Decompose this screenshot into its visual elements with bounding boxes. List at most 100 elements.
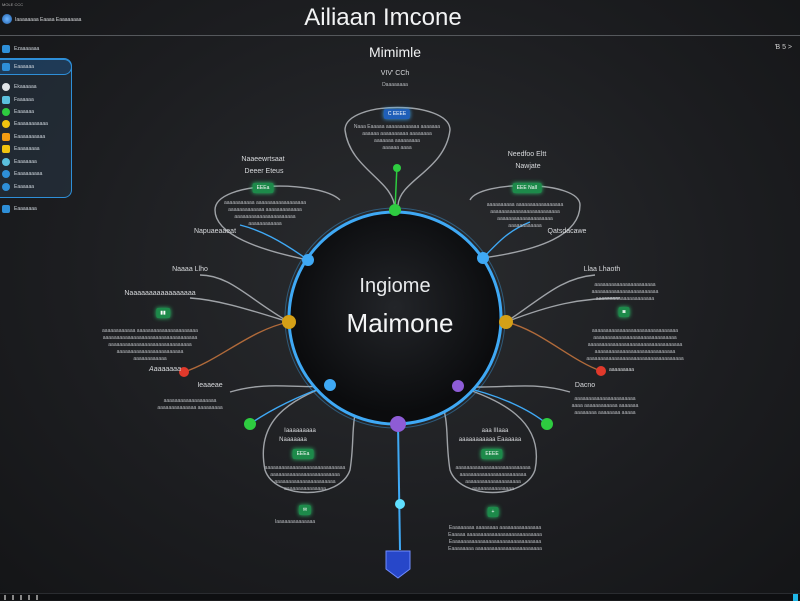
right-lower-title: Dacno xyxy=(574,382,596,389)
sidebar-selected[interactable] xyxy=(0,59,72,75)
sidebar-item-label: Eaaaaaa xyxy=(14,109,35,115)
title-bar: MOLE CCC Iaaaaaaaa Eaaaa Eaaaaaaaa Ailia… xyxy=(0,0,800,51)
folder-icon xyxy=(2,45,10,53)
note-icon xyxy=(2,145,10,153)
sidebar-item-0[interactable]: Ezaaaaaaa xyxy=(2,43,39,55)
right-red-label: aaaaaaaaa xyxy=(609,367,635,373)
sidebar-item-5[interactable]: Eaaaaaaaaaaa xyxy=(2,118,48,130)
sidebar-item-2[interactable]: Ekaaaaaa xyxy=(2,81,37,93)
left-red-label: Aaaaaaaa xyxy=(149,366,181,373)
sidebar-item-label: Eaaaaaaaaaa xyxy=(14,134,46,140)
right-camera-icon: ◙ xyxy=(618,307,630,317)
upload-icon xyxy=(2,170,10,178)
left-badge-icon: ▮▮ xyxy=(156,308,170,318)
top-bubble xyxy=(344,106,451,211)
settings-icon xyxy=(2,83,10,91)
sidebar-item-3[interactable]: Faaaaaa xyxy=(2,94,34,106)
document-icon xyxy=(2,96,10,104)
sidebar-item-8[interactable]: Eaaaaaaa xyxy=(2,156,37,168)
sidebar-item-11[interactable]: Eaaaaaaa xyxy=(2,203,37,215)
star-icon xyxy=(2,120,10,128)
top-label: MOLE CCC xyxy=(2,2,24,7)
monitor-icon xyxy=(2,205,10,213)
sidebar-item-9[interactable]: Eaaaaaaaaa xyxy=(2,168,42,180)
sidebar-item-10[interactable]: Eaaaaaa xyxy=(2,181,34,193)
top-sub: Daaaaaaaa xyxy=(382,82,408,88)
upper-right-label: Qatsdacawe xyxy=(547,228,587,235)
lower-right-sub: aaaaaaaaaaa Eaaaaaa xyxy=(458,437,522,443)
node-lower-left xyxy=(324,379,336,391)
sidebar-item-label: Faaaaaa xyxy=(14,97,34,103)
notification-icon[interactable] xyxy=(793,594,798,601)
node-dots xyxy=(179,164,606,509)
lower-left-bubble xyxy=(262,384,361,494)
chat-icon xyxy=(2,108,10,116)
upper-left-sub: Deeer Eteus xyxy=(244,168,284,175)
node-left xyxy=(282,315,296,329)
map-subtitle: Mimimle xyxy=(368,44,422,60)
top-badge: C EEEE xyxy=(383,109,411,119)
sidebar-item-label: Eaaaaaaa xyxy=(14,159,37,165)
sidebar-item-label: Eaaaaaaa xyxy=(14,206,37,212)
left-title: Naaaa Llho xyxy=(172,266,208,273)
lower-right-badge: EEEE xyxy=(481,449,503,459)
sidebar-item-label: Eaaaaaaaaa xyxy=(14,171,43,177)
sidebar-item-label: Eaaaaaa xyxy=(14,184,35,190)
upper-left-badge: EEEa xyxy=(252,183,274,193)
cloud-icon xyxy=(2,158,10,166)
page-title: Ailiaan Imcone xyxy=(304,4,462,31)
node-red-left xyxy=(179,367,189,377)
right-title: Llaa Lhaoth xyxy=(583,266,621,273)
folder-icon xyxy=(2,63,10,71)
app-icon xyxy=(2,14,12,24)
top-title: VIV' CCh xyxy=(380,70,410,77)
left-label: Naaaaaaaaaaaaaaaaa xyxy=(124,290,196,297)
node-right xyxy=(499,315,513,329)
upper-left-title: Naaeewrtsaat xyxy=(241,156,285,163)
node-bottom xyxy=(390,416,406,432)
upper-left-label: Napuaeaaeat xyxy=(193,228,237,235)
node-top xyxy=(389,204,401,216)
taskbar-icons-left[interactable] xyxy=(4,595,44,600)
left-lower-title: Ieaaeae xyxy=(197,382,223,389)
sidebar-item-label: Ezaaaaaaa xyxy=(14,46,40,52)
top-right-controls[interactable]: Ɓ 5 > xyxy=(774,44,792,51)
center-line-1: Ingiome xyxy=(359,275,431,297)
upper-right-badge: EEE NaII xyxy=(512,183,542,193)
sidebar-item-6[interactable]: Eaaaaaaaaaa xyxy=(2,131,45,143)
upper-right-title: Needfoo Eltt xyxy=(507,151,547,158)
folder-icon xyxy=(2,133,10,141)
upper-right-bubble xyxy=(469,184,581,259)
sidebar-item-7[interactable]: Eaaaaaaaa xyxy=(2,143,40,155)
shield-icon xyxy=(385,550,411,579)
chat-icon: ✉ xyxy=(298,505,312,515)
add-icon: + xyxy=(487,507,499,517)
globe-icon xyxy=(2,183,10,191)
sidebar-item-label: Eaaaaaaaaaaa xyxy=(14,121,48,127)
lower-left-label: Iaaaaaaaaaaaaaa xyxy=(274,519,316,525)
sidebar-item-label: Ekaaaaaa xyxy=(14,84,37,90)
sidebar-item-1[interactable]: Eaaaaaa xyxy=(2,61,34,73)
app-label: Iaaaaaaaa Eaaaa Eaaaaaaaa xyxy=(15,17,82,23)
lower-left-title: Iaaaaaaaaa xyxy=(284,428,316,434)
lower-left-sub: Naaaaaaa xyxy=(279,437,307,443)
node-green-left xyxy=(244,418,256,430)
node-cyan xyxy=(395,499,405,509)
sidebar-item-4[interactable]: Eaaaaaa xyxy=(2,106,34,118)
node-upper-left xyxy=(302,254,314,266)
lower-left-badge: EEEa xyxy=(292,449,314,459)
lower-right-title: aaa IIIaaa xyxy=(481,428,509,434)
node-lower-right xyxy=(452,380,464,392)
upper-right-sub: Nawjate xyxy=(515,163,541,170)
sidebar-item-label: Eaaaaaa xyxy=(14,64,35,70)
upper-left-bubble xyxy=(214,185,341,261)
